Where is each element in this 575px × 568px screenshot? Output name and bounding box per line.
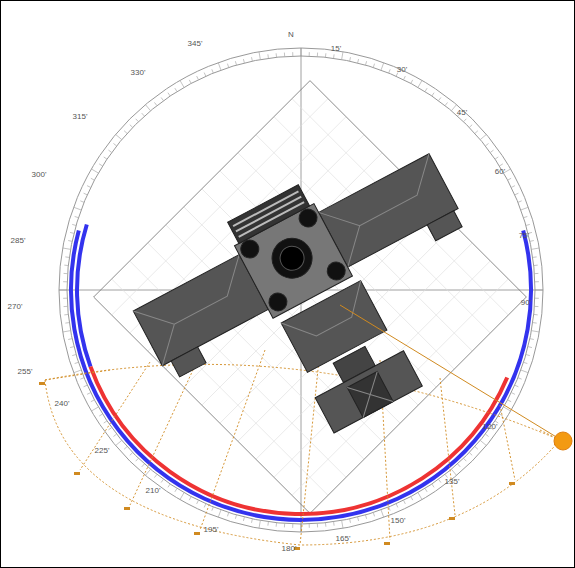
red-arc xyxy=(91,367,508,514)
compass-degree: 330' xyxy=(131,69,146,77)
compass-degree: N xyxy=(288,31,294,39)
compass-degree: 45' xyxy=(457,109,467,117)
building xyxy=(117,124,524,490)
compass-degree: 90' xyxy=(521,299,531,307)
sun xyxy=(554,432,572,450)
compass-degree: 270' xyxy=(8,303,23,311)
hour-marks xyxy=(39,382,560,550)
compass-degree: 240' xyxy=(55,400,70,408)
compass-degree: 75' xyxy=(519,232,529,240)
compass-degree: 345' xyxy=(188,40,203,48)
compass-degree: 30' xyxy=(397,66,407,74)
sun-path xyxy=(45,350,560,545)
compass-degree: 315' xyxy=(73,113,88,121)
compass-degree: 60' xyxy=(495,168,505,176)
compass-degree: 150' xyxy=(391,517,406,525)
compass-degree: 255' xyxy=(18,368,33,376)
sun-ray xyxy=(340,305,558,438)
ring-ticks xyxy=(59,48,543,532)
compass-degree: 285' xyxy=(11,237,26,245)
blue-arc xyxy=(71,231,531,520)
outer-ring xyxy=(59,48,543,532)
compass-degree: 165' xyxy=(336,535,351,543)
compass-degree: 210' xyxy=(146,487,161,495)
compass-degree: 135' xyxy=(445,478,460,486)
compass-degree: 300' xyxy=(32,171,47,179)
compass-degree: 120' xyxy=(483,423,498,431)
compass-degree: 195' xyxy=(204,526,219,534)
compass-degree: 15' xyxy=(331,45,341,53)
blue-arc xyxy=(77,225,90,367)
compass-degree: 225' xyxy=(95,447,110,455)
compass-degree: 180' xyxy=(282,545,297,553)
